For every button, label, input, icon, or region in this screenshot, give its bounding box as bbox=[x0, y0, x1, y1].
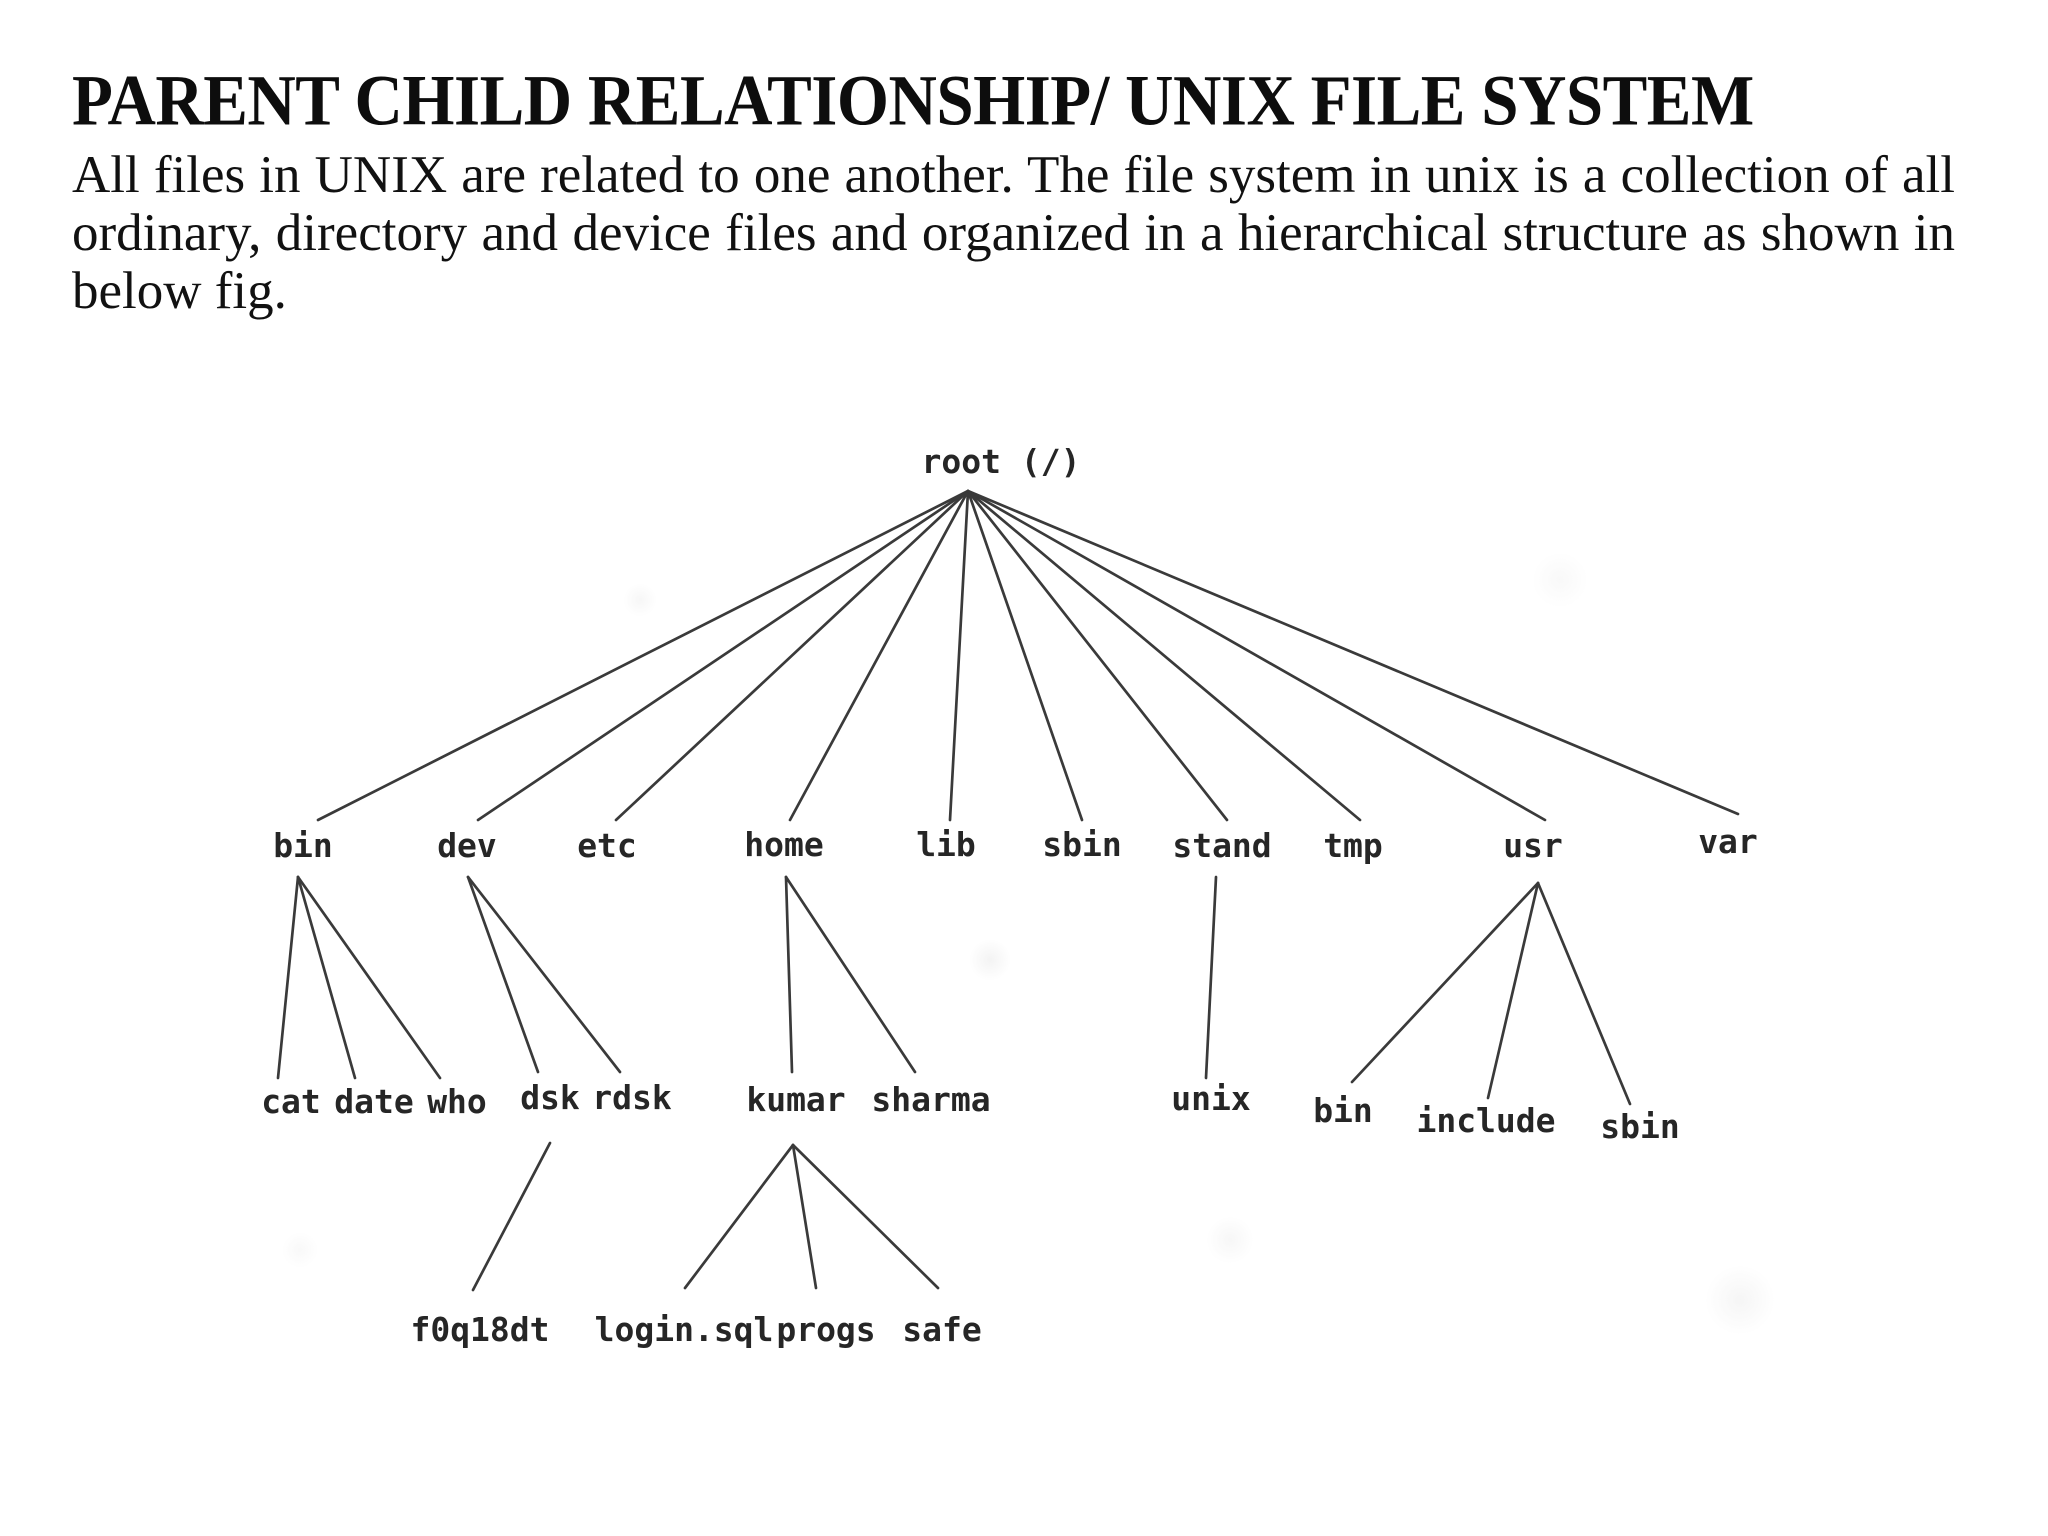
tree-node-label-bin-usr: bin bbox=[1313, 1091, 1373, 1130]
tree-edge bbox=[471, 1141, 552, 1292]
tree-edge bbox=[1536, 881, 1632, 1106]
tree-node-label-who: who bbox=[427, 1082, 487, 1121]
tree-edge bbox=[466, 875, 622, 1074]
tree-node-label-rdsk: rdsk bbox=[592, 1078, 672, 1117]
intro-paragraph: All files in UNIX are related to one ano… bbox=[72, 146, 1955, 320]
tree-node-label-unix: unix bbox=[1171, 1079, 1250, 1118]
tree-edge bbox=[966, 489, 1740, 816]
tree-node-label-root: root (/) bbox=[922, 442, 1081, 481]
tree-node-label-stand: stand bbox=[1172, 826, 1271, 865]
tree-edge bbox=[791, 1143, 818, 1290]
tree-edge bbox=[614, 489, 970, 822]
tree-edge bbox=[1350, 881, 1540, 1084]
tree-node-label-dev: dev bbox=[437, 826, 497, 865]
tree-edge bbox=[316, 489, 970, 822]
tree-edge bbox=[966, 489, 1084, 822]
tree-node-label-usr: usr bbox=[1503, 826, 1563, 865]
tree-node-label-kumar: kumar bbox=[746, 1080, 845, 1119]
paragraph-line-1: All files in UNIX are related to one ano… bbox=[72, 146, 1955, 204]
page-title: PARENT CHILD RELATIONSHIP/ UNIX FILE SYS… bbox=[72, 60, 1754, 141]
paragraph-line-3: below fig. bbox=[72, 262, 287, 320]
tree-edge bbox=[466, 875, 540, 1074]
tree-node-label-tmp: tmp bbox=[1323, 826, 1383, 865]
tree-node-label-lib: lib bbox=[916, 825, 976, 864]
tree-node-label-var: var bbox=[1698, 822, 1758, 861]
tree-node-label-home: home bbox=[744, 825, 823, 864]
tree-node-label-cat: cat bbox=[261, 1082, 321, 1121]
tree-edge bbox=[683, 1143, 795, 1290]
tree-node-label-include: include bbox=[1416, 1101, 1555, 1140]
tree-node-label-date: date bbox=[334, 1082, 413, 1121]
tree-edge bbox=[966, 489, 1229, 822]
tree-edge bbox=[784, 875, 917, 1074]
tree-edge bbox=[791, 1143, 940, 1290]
tree-node-label-safe: safe bbox=[902, 1310, 981, 1349]
tree-edge bbox=[788, 489, 970, 822]
tree-node-label-progs: progs bbox=[776, 1310, 875, 1349]
tree-node-label-sbin: sbin bbox=[1042, 825, 1121, 864]
tree-edge bbox=[966, 489, 1547, 822]
tree-edge bbox=[296, 875, 357, 1080]
tree-node-label-etc: etc bbox=[577, 826, 637, 865]
tree-edge bbox=[296, 875, 442, 1080]
tree-edge bbox=[784, 875, 794, 1074]
tree-edge bbox=[1204, 875, 1218, 1080]
tree-node-label-f0q18dt: f0q18dt bbox=[410, 1310, 549, 1349]
tree-edge bbox=[1486, 881, 1540, 1100]
tree-edge bbox=[276, 875, 300, 1080]
tree-node-label-bin: bin bbox=[273, 826, 333, 865]
tree-node-label-login-sql: login.sql bbox=[595, 1310, 774, 1349]
tree-node-label-sbin-usr: sbin bbox=[1600, 1107, 1679, 1146]
tree-edge bbox=[966, 489, 1362, 822]
tree-edge bbox=[948, 489, 970, 822]
paragraph-line-2: ordinary, directory and device files and… bbox=[72, 204, 1955, 262]
tree-node-label-dsk: dsk bbox=[520, 1078, 580, 1117]
tree-edge bbox=[476, 489, 970, 822]
tree-node-label-sharma: sharma bbox=[871, 1080, 990, 1119]
